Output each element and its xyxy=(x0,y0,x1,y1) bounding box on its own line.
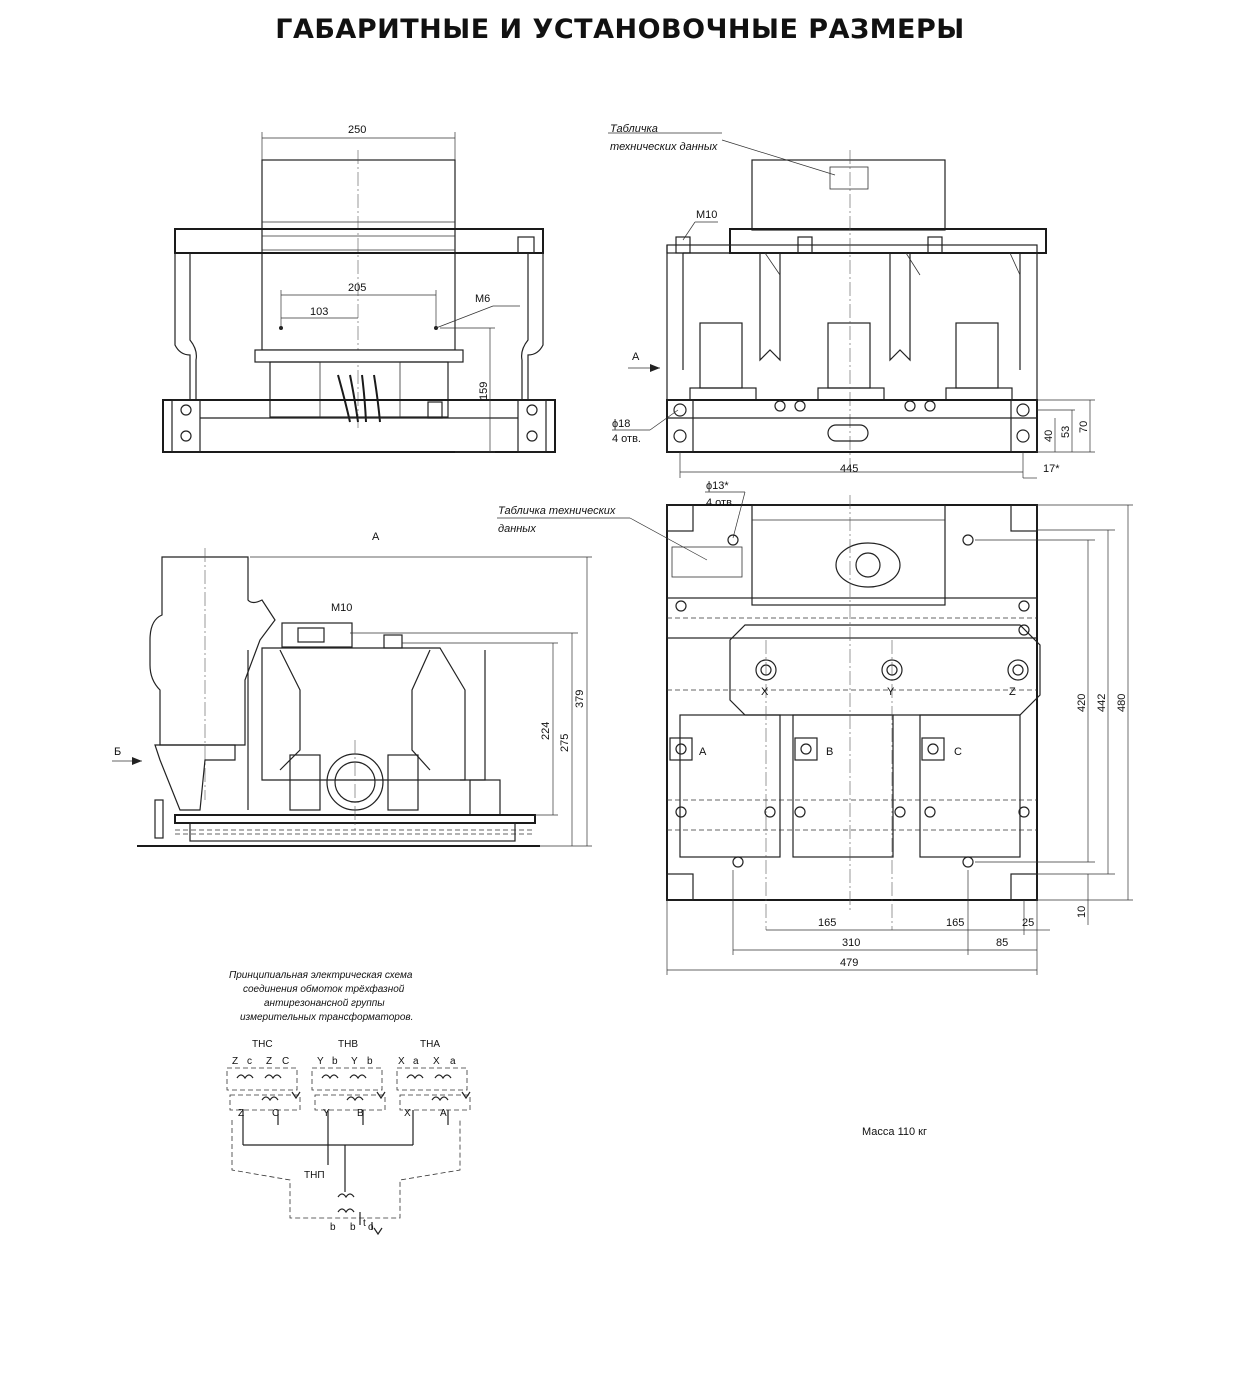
plan-dim-420: 420 xyxy=(1076,694,1088,712)
side-nameplate-line2: технических данных xyxy=(610,141,718,153)
schematic-a-top-3: X xyxy=(433,1056,440,1067)
side-dim-445: 445 xyxy=(840,463,858,475)
side-view-arrow-a: А xyxy=(632,351,640,363)
wiring-schematic xyxy=(226,1067,471,1236)
schematic-a-top-2: a xyxy=(413,1056,419,1067)
side-hole-count: 4 отв. xyxy=(612,433,641,445)
plan-dim-310: 310 xyxy=(842,937,860,949)
schematic-p-bot-3: t xyxy=(363,1218,366,1229)
view-a-arrow-b: Б xyxy=(114,746,121,758)
side-dim-53: 53 xyxy=(1060,426,1072,438)
schematic-caption-3: антирезонансной группы xyxy=(264,998,385,1009)
plan-dim-442: 442 xyxy=(1096,694,1108,712)
plan-dim-85: 85 xyxy=(996,937,1008,949)
schematic-caption-2: соединения обмоток трёхфазной xyxy=(243,983,405,995)
plan-view xyxy=(497,491,1133,975)
schematic-b-top-1: Y xyxy=(317,1056,324,1067)
plan-dim-480: 480 xyxy=(1116,694,1128,712)
side-dim-70: 70 xyxy=(1078,421,1090,433)
side-view xyxy=(608,132,1095,479)
plan-dim-25: 25 xyxy=(1022,917,1034,929)
plan-terminal-b: B xyxy=(826,746,833,758)
schematic-caption-1: Принципиальная электрическая схема xyxy=(229,970,413,981)
plan-nameplate-line1: Табличка технических xyxy=(498,505,616,517)
front-view xyxy=(162,132,556,453)
schematic-c-bot-2: C xyxy=(272,1108,279,1119)
schematic-b-bot-2: B xyxy=(357,1108,364,1119)
side-dim-17: 17* xyxy=(1043,463,1060,475)
schematic-tnc: ТНС xyxy=(252,1039,273,1050)
plan-terminal-c: C xyxy=(954,746,962,758)
schematic-c-top-3: Z xyxy=(266,1056,272,1067)
schematic-a-bot-1: X xyxy=(404,1108,411,1119)
schematic-tna: ТНА xyxy=(420,1039,440,1050)
view-a-dim-379: 379 xyxy=(574,690,586,708)
front-thread-m6: M6 xyxy=(475,293,490,305)
plan-terminal-z: Z xyxy=(1009,686,1016,698)
plan-dim-165a: 165 xyxy=(818,917,836,929)
view-a xyxy=(112,548,592,847)
view-a-label: А xyxy=(372,531,380,543)
front-dim-250: 250 xyxy=(348,124,366,136)
view-a-thread-m10: M10 xyxy=(331,602,352,614)
schematic-a-bot-2: A xyxy=(440,1108,447,1119)
front-dim-159: 159 xyxy=(478,382,490,400)
schematic-tnp: ТНП xyxy=(304,1170,325,1181)
plan-dim-479: 479 xyxy=(840,957,858,969)
plan-dim-165b: 165 xyxy=(946,917,964,929)
schematic-p-bot-4: o xyxy=(368,1222,374,1233)
schematic-p-bot-2: b xyxy=(350,1222,356,1233)
side-nameplate-line1: Табличка xyxy=(610,123,658,135)
plan-dim-10: 10 xyxy=(1076,906,1088,918)
schematic-caption-4: измерительных трансформаторов. xyxy=(240,1011,413,1023)
schematic-tnb: ТНВ xyxy=(338,1039,358,1050)
side-dim-40: 40 xyxy=(1043,430,1055,442)
side-thread-m10: M10 xyxy=(696,209,717,221)
schematic-c-top-2: c xyxy=(247,1056,252,1067)
front-dim-103: 103 xyxy=(310,306,328,318)
view-a-dim-224: 224 xyxy=(540,722,552,740)
schematic-c-bot-1: Z xyxy=(238,1108,244,1119)
mass-label: Масса 110 кг xyxy=(862,1126,927,1138)
plan-hole-count: 4 отв. xyxy=(706,497,735,509)
plan-terminal-x: X xyxy=(761,686,769,698)
page-title: ГАБАРИТНЫЕ И УСТАНОВОЧНЫЕ РАЗМЕРЫ xyxy=(275,14,965,45)
schematic-c-top-4: C xyxy=(282,1056,289,1067)
plan-hole-dia: ϕ13* xyxy=(706,480,729,492)
schematic-p-bot-1: b xyxy=(330,1222,336,1233)
schematic-b-top-4: b xyxy=(367,1056,373,1067)
schematic-a-top-1: X xyxy=(398,1056,405,1067)
side-hole-dia: ϕ18 xyxy=(612,418,630,430)
schematic-a-top-4: a xyxy=(450,1056,456,1067)
schematic-b-bot-1: Y xyxy=(323,1108,330,1119)
schematic-b-top-2: b xyxy=(332,1056,338,1067)
front-dim-205: 205 xyxy=(348,282,366,294)
view-a-dim-275: 275 xyxy=(559,734,571,752)
plan-terminal-y: Y xyxy=(887,686,895,698)
schematic-b-top-3: Y xyxy=(351,1056,358,1067)
plan-terminal-a: A xyxy=(699,746,707,758)
plan-nameplate-line2: данных xyxy=(498,523,536,535)
schematic-c-top-1: Z xyxy=(232,1056,238,1067)
